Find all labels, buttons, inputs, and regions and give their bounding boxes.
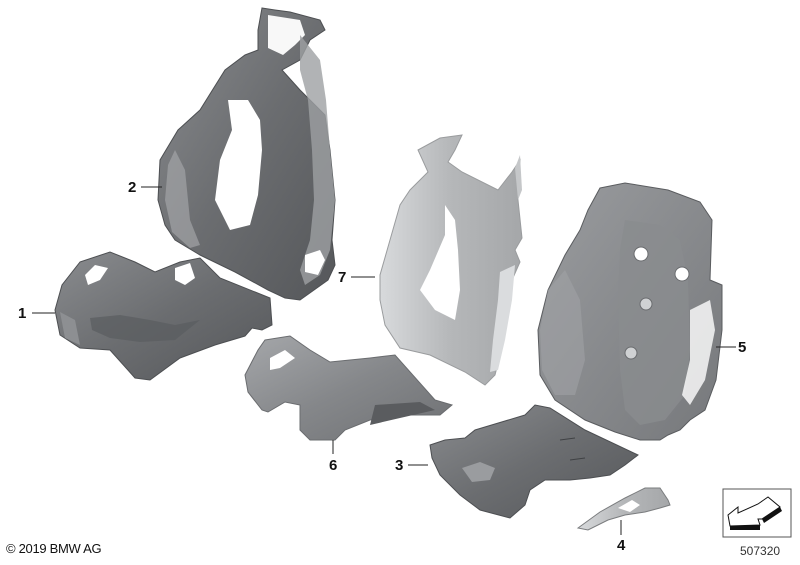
- callout-5: 5: [738, 339, 747, 356]
- part-6-seat-cushion-cover[interactable]: [244, 335, 454, 441]
- callout-1: 1: [18, 305, 27, 322]
- callout-6: 6: [329, 457, 338, 474]
- part-3-seat-cushion-pad[interactable]: [429, 404, 639, 519]
- callout-3: 3: [395, 457, 404, 474]
- part-4-side-trim[interactable]: [576, 487, 671, 531]
- part-2-backrest-upholstery[interactable]: [157, 7, 336, 301]
- callout-7: 7: [338, 269, 347, 286]
- leader-lines: [32, 186, 736, 535]
- callout-2: 2: [128, 179, 137, 196]
- part-5-backrest-foam-pad[interactable]: [537, 182, 723, 441]
- callout-4: 4: [617, 537, 626, 554]
- arrow-direction-icon: [722, 488, 792, 538]
- part-7-backrest-cover[interactable]: [379, 134, 523, 386]
- reference-number: 507320: [740, 544, 781, 558]
- copyright-text: © 2019 BMW AG: [6, 541, 102, 556]
- part-1-seat-bolster-frame[interactable]: [54, 251, 273, 381]
